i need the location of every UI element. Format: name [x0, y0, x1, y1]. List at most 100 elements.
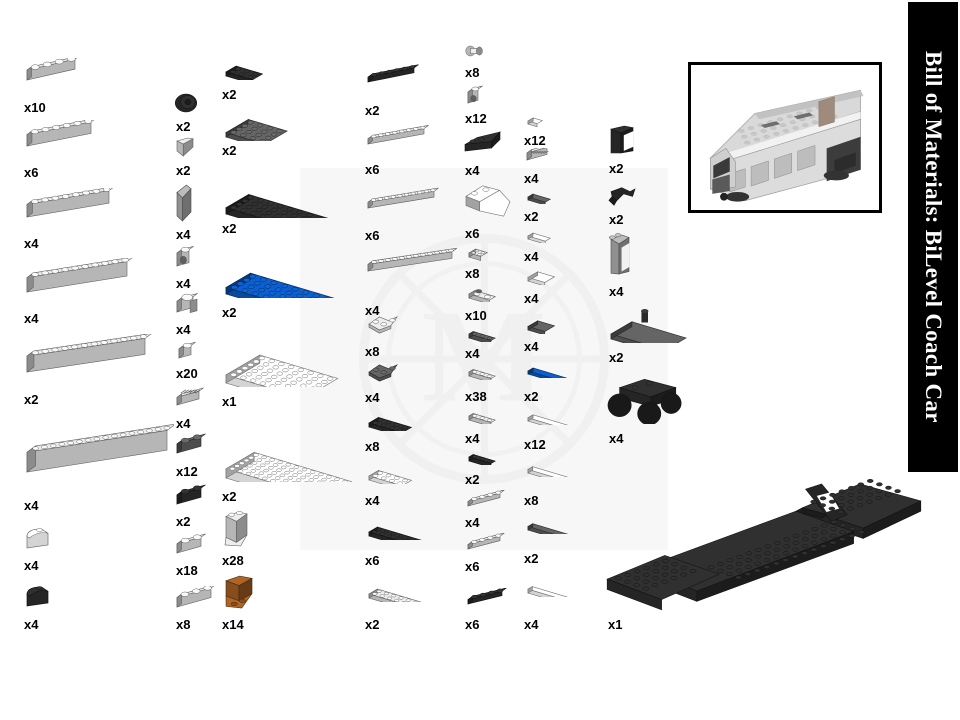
part-illustration-plate-corner-icon [365, 312, 401, 339]
part-quantity-label: x2 [222, 489, 237, 504]
part-illustration-pin-icon [465, 44, 483, 62]
part-entry [24, 118, 98, 150]
part-quantity-label: x10 [465, 308, 487, 323]
part-illustration-brick-icon [24, 423, 176, 481]
part-quantity-label: x20 [176, 366, 198, 381]
part-illustration-plate-icon [365, 512, 425, 550]
part-illustration-plate-icon [465, 324, 499, 347]
part-quantity-label: x4 [176, 322, 191, 337]
part-illustration-plate-bar-icon [465, 532, 507, 558]
part-quantity-label: x4 [24, 498, 39, 513]
part-quantity-label: x2 [524, 389, 539, 404]
part-quantity-label: x6 [365, 553, 380, 568]
part-quantity-label: x4 [176, 276, 191, 291]
part-entry [222, 55, 266, 85]
document-title-bar: Bill of Materials: BiLevel Coach Car [908, 2, 958, 472]
part-quantity-label: x2 [524, 551, 539, 566]
part-entry [604, 372, 682, 426]
part-entry [465, 44, 483, 57]
part-quantity-label: x2 [222, 305, 237, 320]
part-quantity-label: x4 [524, 171, 539, 186]
part-illustration-plate-corner-icon [365, 360, 401, 387]
part-quantity-label: x14 [222, 617, 244, 632]
part-illustration-plate-bar-icon [365, 186, 441, 217]
part-quantity-label: x4 [24, 617, 39, 632]
part-illustration-window-pane-icon [607, 232, 633, 283]
part-illustration-plate-icon [465, 406, 499, 429]
part-entry [524, 312, 558, 336]
part-quantity-label: x4 [24, 236, 39, 251]
part-quantity-label: x2 [609, 350, 624, 365]
part-quantity-label: x8 [365, 344, 380, 359]
part-quantity-label: x38 [465, 389, 487, 404]
part-quantity-label: x4 [524, 339, 539, 354]
part-quantity-label: x2 [176, 163, 191, 178]
part-quantity-label: x12 [465, 111, 487, 126]
part-quantity-label: x12 [176, 464, 198, 479]
part-entry [465, 532, 507, 553]
part-entry [174, 292, 200, 316]
part-illustration-plate-icon [465, 243, 491, 266]
part-illustration-plate-icon [222, 107, 290, 150]
part-quantity-label: x2 [609, 161, 624, 176]
part-entry [465, 406, 499, 427]
part-entry [607, 185, 639, 207]
part-entry [222, 107, 290, 150]
part-quantity-label: x2 [465, 472, 480, 487]
part-entry [365, 186, 441, 212]
part-quantity-label: x4 [365, 390, 380, 405]
part-entry [604, 450, 924, 620]
part-entry [365, 405, 415, 438]
part-entry [24, 333, 153, 376]
part-entry [174, 484, 208, 508]
part-illustration-grille-icon [174, 385, 206, 414]
part-illustration-brick-icon [174, 584, 218, 616]
part-quantity-label: x18 [176, 563, 198, 578]
part-quantity-label: x4 [365, 303, 380, 318]
part-illustration-window-frame-icon [607, 123, 637, 162]
part-quantity-label: x2 [176, 514, 191, 529]
part-quantity-label: x4 [524, 617, 539, 632]
part-quantity-label: x6 [24, 165, 39, 180]
part-illustration-plate-icon [465, 362, 499, 385]
part-quantity-label: x4 [365, 493, 380, 508]
part-quantity-label: x4 [465, 431, 480, 446]
part-quantity-label: x4 [609, 431, 624, 446]
part-entry [524, 188, 554, 206]
part-entry [365, 245, 459, 275]
part-entry [465, 284, 499, 305]
part-entry [462, 130, 504, 155]
part-illustration-plate-icon [365, 405, 415, 438]
part-quantity-label: x2 [524, 209, 539, 224]
part-quantity-label: x12 [524, 133, 546, 148]
part-illustration-brick-icon [24, 256, 134, 301]
part-entry [465, 324, 499, 345]
part-entry [222, 508, 252, 550]
part-entry [524, 112, 546, 128]
part-entry [24, 583, 52, 609]
part-quantity-label: x2 [365, 103, 380, 118]
part-quantity-label: x4 [465, 163, 480, 178]
page-title: Bill of Materials: BiLevel Coach Car [921, 51, 946, 423]
part-entry [465, 243, 491, 261]
part-quantity-label: x8 [465, 65, 480, 80]
part-quantity-label: x2 [365, 617, 380, 632]
part-quantity-label: x4 [465, 515, 480, 530]
part-illustration-plate-pin-icon [465, 284, 499, 307]
part-quantity-label: x1 [222, 394, 237, 409]
part-entry [174, 385, 206, 409]
part-illustration-plate-round2-icon [222, 55, 266, 85]
part-quantity-label: x2 [176, 119, 191, 134]
part-illustration-wedge-icon [462, 130, 504, 160]
part-quantity-label: x8 [176, 617, 191, 632]
part-entry [174, 93, 198, 113]
part-quantity-label: x4 [524, 249, 539, 264]
part-entry [465, 362, 499, 383]
part-quantity-label: x2 [24, 392, 39, 407]
part-illustration-plate-bar-icon [365, 245, 459, 280]
part-quantity-label: x8 [465, 266, 480, 281]
